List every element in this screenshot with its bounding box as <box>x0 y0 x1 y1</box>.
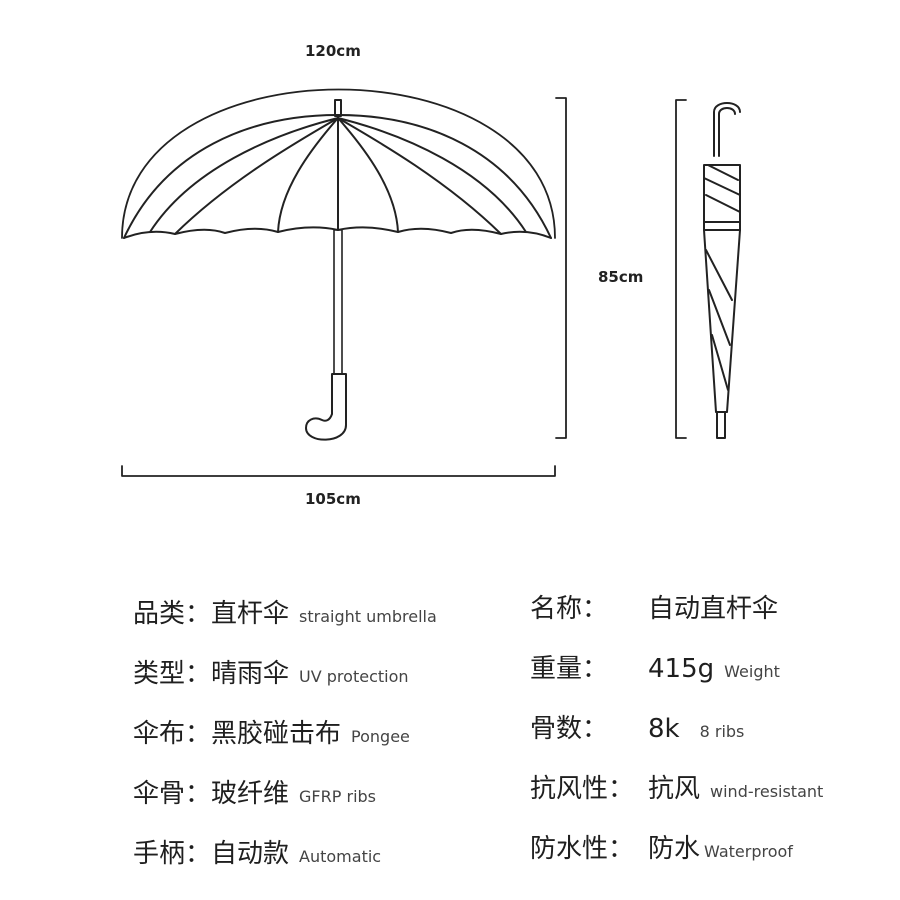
spec-category: 品类： 直杆伞 straight umbrella <box>133 593 437 633</box>
spec-frame-label: 伞骨： <box>133 779 212 809</box>
closed-umbrella-icon <box>703 102 741 439</box>
canopy-arc-dimension-line <box>121 88 556 239</box>
height-dimension-line <box>555 97 567 439</box>
spec-ribs-en: 8 ribs <box>699 722 745 741</box>
closed-canopy <box>703 229 741 413</box>
spec-ribs-label: 骨数： <box>530 714 609 744</box>
closed-hook <box>713 102 741 157</box>
fold-line-2 <box>708 289 731 346</box>
spec-fabric-value: 黑胶碰击布 <box>211 719 342 749</box>
spec-category-en: straight umbrella <box>299 607 437 626</box>
spec-category-label: 品类： <box>133 599 212 629</box>
spec-handle: 手柄： 自动款 Automatic <box>133 833 381 873</box>
spec-wind-value: 抗风 <box>648 774 701 804</box>
spec-handle-value: 自动款 <box>211 839 290 869</box>
spec-handle-label: 手柄： <box>133 839 212 869</box>
spec-water: 防水性： 防水 Waterproof <box>530 828 793 868</box>
spec-handle-en: Automatic <box>299 847 382 866</box>
spec-type-label: 类型： <box>133 659 212 689</box>
spec-water-en: Waterproof <box>704 842 793 861</box>
spec-ribs: 骨数： 8k 8 ribs <box>530 708 744 748</box>
spec-ribs-value: 8k <box>648 714 680 744</box>
canopy-arc-label: 120cm <box>302 42 364 60</box>
fold-line-3 <box>711 334 729 391</box>
height-label: 85cm <box>598 268 644 286</box>
spec-weight-value: 415g <box>648 654 715 684</box>
spec-frame-en: GFRP ribs <box>299 787 376 806</box>
rib-1 <box>149 117 339 233</box>
width-dimension-line <box>121 465 556 477</box>
fold-line-1 <box>705 249 733 301</box>
closed-hook-inner <box>718 107 736 157</box>
rib-2 <box>174 117 339 235</box>
spec-name: 名称： 自动直杆伞 <box>530 588 778 628</box>
shaft <box>333 229 343 375</box>
spec-water-value: 防水 <box>648 834 701 864</box>
rib-7 <box>337 117 527 233</box>
spec-frame: 伞骨： 玻纤维 GFRP ribs <box>133 773 376 813</box>
spec-wind: 抗风性： 抗风 wind-resistant <box>530 768 823 808</box>
sleeve-wrap-1 <box>703 177 741 196</box>
spec-category-value: 直杆伞 <box>211 599 290 629</box>
rib-6 <box>337 117 502 235</box>
rib-3 <box>277 117 339 233</box>
spec-water-label: 防水性： <box>530 834 635 864</box>
width-label: 105cm <box>305 490 361 508</box>
open-umbrella-icon <box>123 99 552 441</box>
closed-tip <box>716 411 726 439</box>
spec-fabric-label: 伞布： <box>133 719 212 749</box>
spec-fabric-en: Pongee <box>351 727 410 746</box>
spec-weight: 重量： 415g Weight <box>530 648 780 688</box>
sleeve-wrap-2 <box>705 194 741 213</box>
spec-wind-en: wind-resistant <box>710 782 824 801</box>
spec-type-value: 晴雨伞 <box>211 659 290 689</box>
sleeve-wrap-3 <box>707 164 739 181</box>
j-handle <box>305 373 347 441</box>
spec-name-label: 名称： <box>530 594 609 624</box>
spec-weight-en: Weight <box>724 662 780 681</box>
closed-collar <box>703 221 741 231</box>
top-tip <box>334 99 342 117</box>
spec-type-en: UV protection <box>299 667 409 686</box>
spec-frame-value: 玻纤维 <box>211 779 290 809</box>
closed-length-dimension-line <box>675 99 687 439</box>
spec-type: 类型： 晴雨伞 UV protection <box>133 653 409 693</box>
spec-weight-label: 重量： <box>530 654 609 684</box>
spec-wind-label: 抗风性： <box>530 774 635 804</box>
umbrella-diagram <box>121 88 741 477</box>
spec-name-value: 自动直杆伞 <box>648 594 779 624</box>
rib-5 <box>337 117 399 233</box>
spec-fabric: 伞布： 黑胶碰击布 Pongee <box>133 713 410 753</box>
